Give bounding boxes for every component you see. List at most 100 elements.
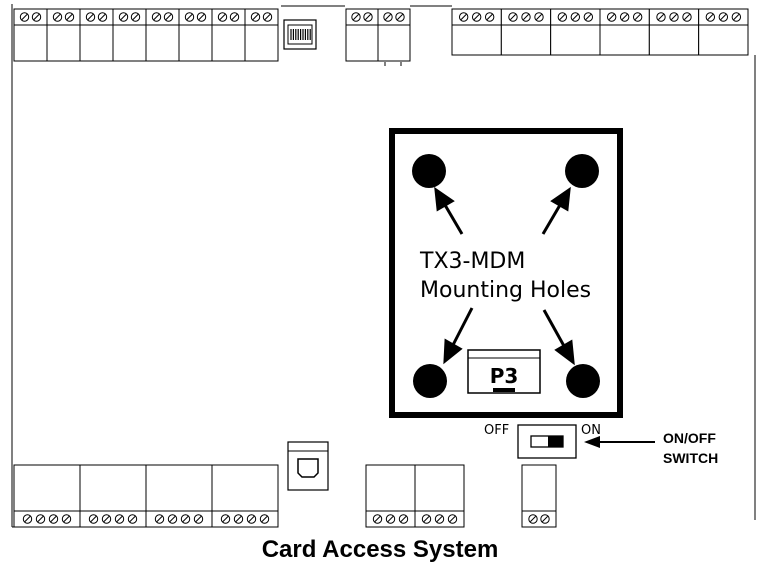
terminal-screw: [22, 514, 33, 524]
terminal-screw: [97, 12, 108, 22]
terminal-block: [698, 8, 749, 56]
terminal-screw: [52, 12, 63, 22]
terminal-screw: [259, 514, 270, 524]
terminal-screw: [130, 12, 141, 22]
terminal-screw: [184, 12, 195, 22]
terminal-screw: [718, 12, 729, 22]
terminal-screw: [583, 12, 594, 22]
terminal-screw: [163, 12, 174, 22]
terminal-block: [46, 8, 81, 62]
terminal-screw: [262, 12, 273, 22]
terminal-screw: [606, 12, 617, 22]
terminal-block: [365, 464, 416, 528]
terminal-screw: [669, 12, 679, 22]
board-outline: [11, 4, 756, 528]
terminal-screw: [193, 514, 204, 524]
terminal-block: [550, 8, 601, 56]
terminal-screw: [557, 12, 568, 22]
terminal-screw: [167, 514, 178, 524]
terminal-screw: [656, 12, 666, 22]
arrow-head-bottom-right: [554, 339, 575, 366]
terminal-block: [244, 8, 279, 62]
terminal-screw: [508, 12, 518, 22]
terminal-block: [414, 464, 465, 528]
terminal-block: [451, 8, 502, 56]
switch-callout-arrow: [584, 436, 655, 448]
terminal-screw: [233, 514, 244, 524]
terminal-screw: [682, 12, 692, 22]
terminal-screw: [88, 514, 99, 524]
terminal-block: [145, 8, 180, 62]
terminal-block: [79, 464, 147, 528]
terminal-screw: [372, 514, 383, 524]
terminal-screw: [434, 514, 445, 524]
mounting-hole-bottom-left: [413, 364, 447, 398]
tx3-mdm-module: TX3-MDM Mounting Holes P3: [389, 128, 623, 418]
arrow-head-top-right: [550, 186, 571, 212]
terminal-block: [345, 8, 379, 62]
terminal-screw: [351, 12, 361, 22]
terminal-screw: [154, 514, 165, 524]
module-caption-label: Mounting Holes: [420, 278, 591, 303]
mounting-hole-top-left: [412, 154, 446, 188]
terminal-block: [112, 8, 147, 62]
terminal-screw: [383, 12, 393, 22]
terminal-block: [211, 8, 246, 62]
terminal-screw: [458, 12, 469, 22]
terminal-block-bottom-switch: [521, 464, 557, 528]
terminal-screw: [447, 514, 458, 524]
terminal-screw: [118, 12, 129, 22]
terminal-block: [13, 8, 48, 62]
connector-p3-label: P3: [490, 364, 519, 388]
terminal-screw: [48, 514, 59, 524]
terminal-block-top-left: [13, 8, 279, 62]
terminal-block-top-right: [451, 8, 749, 56]
terminal-screw: [619, 12, 630, 22]
terminal-screw: [114, 514, 125, 524]
terminal-screw: [246, 514, 257, 524]
terminal-block: [500, 8, 552, 56]
terminal-screw: [64, 12, 75, 22]
terminal-block: [178, 8, 213, 62]
terminal-screw: [250, 12, 261, 22]
terminal-screw: [19, 12, 30, 22]
connector-p3: P3: [467, 349, 541, 394]
terminal-block: [211, 464, 279, 528]
pointer-arrows: [434, 186, 575, 366]
terminal-screw: [528, 514, 538, 524]
header-connector-top: [283, 19, 317, 50]
terminal-screw: [61, 514, 72, 524]
terminal-screw: [220, 514, 231, 524]
module-name-label: TX3-MDM: [419, 249, 525, 274]
terminal-block: [79, 8, 114, 62]
switch-callout-line2: SWITCH: [663, 450, 718, 466]
terminal-screw: [180, 514, 191, 524]
terminal-screw: [570, 12, 581, 22]
terminal-block: [648, 8, 700, 56]
usb-connector: [287, 441, 329, 491]
terminal-block: [377, 8, 411, 62]
terminal-screw: [196, 12, 207, 22]
terminal-screw: [31, 12, 42, 22]
terminal-screw: [217, 12, 228, 22]
terminal-block-bottom-left: [13, 464, 279, 528]
switch-callout-line1: ON/OFF: [663, 430, 716, 446]
terminal-block-bottom-middle: [365, 464, 465, 528]
terminal-screw: [35, 514, 46, 524]
switch-on-label: ON: [581, 423, 601, 438]
terminal-screw: [398, 514, 409, 524]
terminal-screw: [484, 12, 495, 22]
tick-marks: [384, 62, 402, 66]
terminal-block: [599, 8, 650, 56]
terminal-screw: [151, 12, 162, 22]
mounting-hole-top-right: [565, 154, 599, 188]
terminal-screw: [385, 514, 396, 524]
terminal-screw: [471, 12, 482, 22]
terminal-screw: [705, 12, 716, 22]
terminal-screw: [229, 12, 240, 22]
terminal-screw: [85, 12, 96, 22]
terminal-screw: [421, 514, 432, 524]
terminal-screw: [363, 12, 373, 22]
on-off-switch: OFF ON ON/OFF SWITCH: [484, 423, 718, 466]
